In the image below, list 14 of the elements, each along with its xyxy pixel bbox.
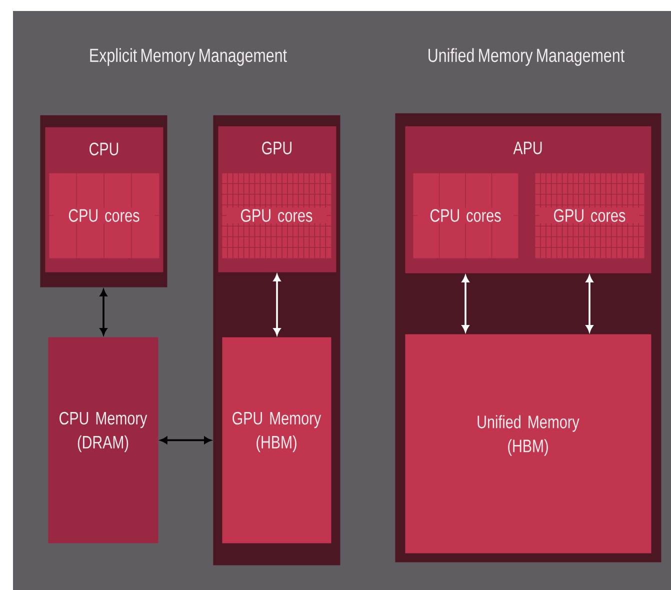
double-arrow xyxy=(100,289,108,336)
memory-block: Unified Memory (HBM) xyxy=(405,334,652,554)
memory-block: GPU Memory (HBM) xyxy=(222,337,332,544)
double-arrow xyxy=(160,436,212,444)
double-arrow xyxy=(462,275,470,332)
core-block: GPU cores xyxy=(534,172,644,258)
memory-block: CPU Memory (DRAM) xyxy=(48,337,158,544)
core-block: CPU cores xyxy=(48,172,160,258)
double-arrow xyxy=(586,275,594,332)
core-block: CPU cores xyxy=(412,172,518,258)
section-title: Explicit Memory Management xyxy=(90,48,287,66)
double-arrow xyxy=(273,274,281,336)
core-block: GPU cores xyxy=(222,172,332,258)
section-title: Unified Memory Management xyxy=(428,48,624,66)
